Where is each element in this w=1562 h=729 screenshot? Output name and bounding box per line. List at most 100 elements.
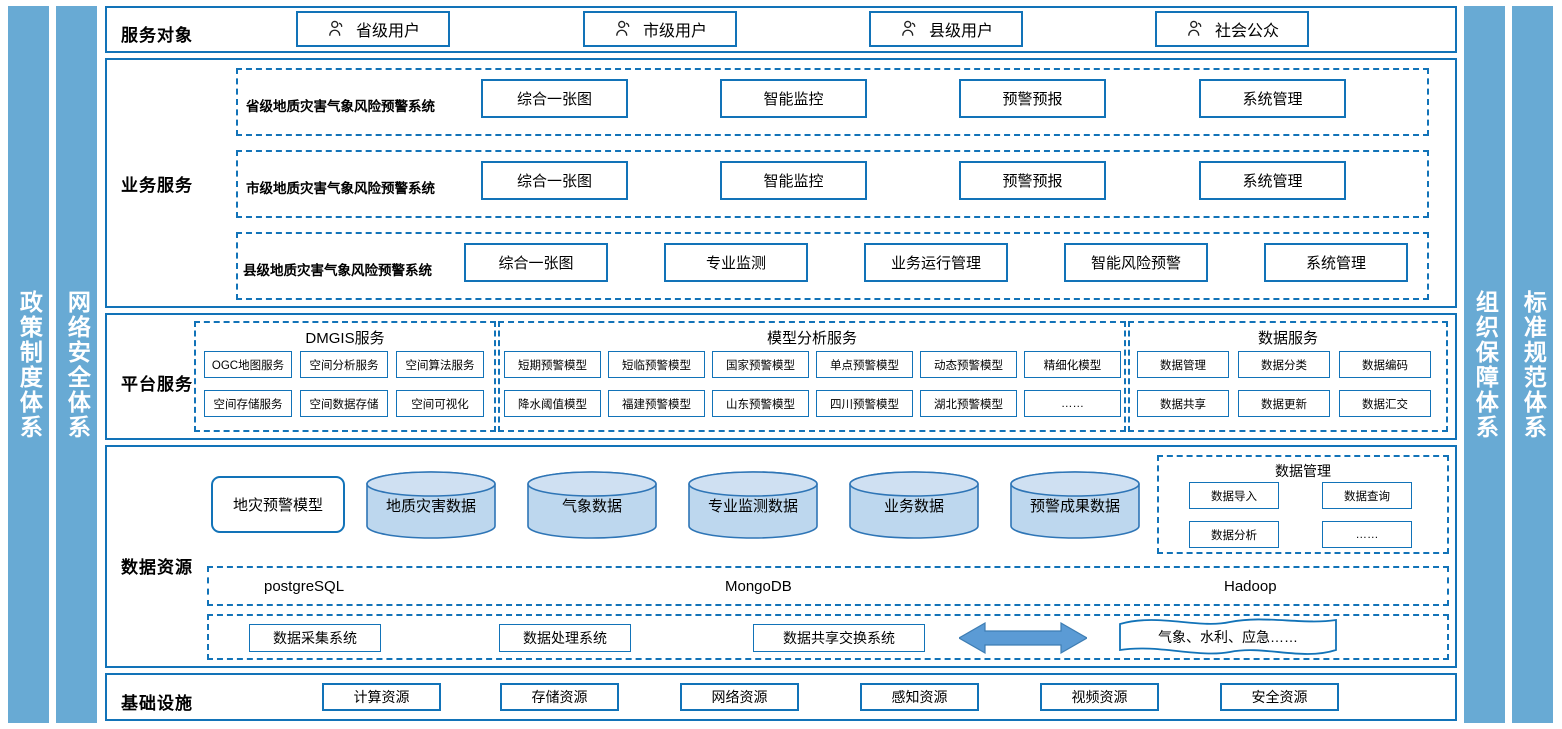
external-departments-box[interactable]: 气象、水利、应急…… — [1118, 617, 1338, 658]
data-service-item-submission[interactable]: 数据汇交 — [1339, 390, 1431, 417]
cylinder-warning-result-data-label: 预警成果数据 — [1029, 497, 1120, 515]
business-row-municipal-system: 市级地质灾害气象风险预警系统 — [246, 181, 435, 196]
data-management-item-query[interactable]: 数据查询 — [1322, 482, 1412, 509]
infra-item-compute[interactable]: 计算资源 — [322, 683, 441, 711]
sidebar-organization-guarantee-system: 组织保障体系 — [1464, 6, 1505, 723]
dmgis-item-spatial-storage-service[interactable]: 空间存储服务 — [204, 390, 292, 417]
data-system-collection[interactable]: 数据采集系统 — [249, 624, 381, 652]
sidebar-standard-specification-system: 标准规范体系 — [1512, 6, 1553, 723]
business-services-label: 业务服务 — [121, 176, 193, 195]
model-item-nowcast[interactable]: 短临预警模型 — [608, 351, 705, 378]
infra-item-storage[interactable]: 存储资源 — [500, 683, 619, 711]
business-module-county-operation[interactable]: 业务运行管理 — [864, 243, 1008, 282]
sidebar-network-security-system: 网络安全体系 — [56, 6, 97, 723]
database-hadoop: Hadoop — [1224, 578, 1277, 595]
sidebar-network-security-system-label: 网络安全体系 — [64, 289, 91, 440]
platform-group-dmgis-title: DMGIS服务 — [305, 330, 385, 347]
infrastructure-label: 基础设施 — [121, 694, 193, 713]
data-service-item-update[interactable]: 数据更新 — [1238, 390, 1330, 417]
user-chip-municipal-label: 市级用户 — [642, 23, 707, 40]
infra-item-network[interactable]: 网络资源 — [680, 683, 799, 711]
model-item-fujian[interactable]: 福建预警模型 — [608, 390, 705, 417]
model-item-single-point[interactable]: 单点预警模型 — [816, 351, 913, 378]
model-item-hubei[interactable]: 湖北预警模型 — [920, 390, 1017, 417]
cylinder-professional-monitoring-data[interactable]: 专业监测数据 — [687, 470, 819, 540]
data-system-processing[interactable]: 数据处理系统 — [499, 624, 631, 652]
sidebar-standard-specification-system-label: 标准规范体系 — [1520, 289, 1547, 440]
infra-item-sensing[interactable]: 感知资源 — [860, 683, 979, 711]
dmgis-item-spatial-algorithm[interactable]: 空间算法服务 — [396, 351, 484, 378]
user-icon — [1185, 19, 1205, 39]
business-module-county-map[interactable]: 综合一张图 — [464, 243, 608, 282]
cylinder-business-data-label: 业务数据 — [883, 497, 944, 515]
model-item-sichuan[interactable]: 四川预警模型 — [816, 390, 913, 417]
data-management-item-more[interactable]: …… — [1322, 521, 1412, 548]
sidebar-organization-guarantee-system-label: 组织保障体系 — [1472, 289, 1499, 440]
data-service-item-management[interactable]: 数据管理 — [1137, 351, 1229, 378]
infra-item-video[interactable]: 视频资源 — [1040, 683, 1159, 711]
user-chip-county-label: 县级用户 — [928, 23, 993, 40]
sidebar-policy-system-label: 政策制度体系 — [16, 289, 43, 440]
data-management-item-analysis[interactable]: 数据分析 — [1189, 521, 1279, 548]
data-resources-label: 数据资源 — [121, 558, 193, 577]
user-chip-municipal[interactable]: 市级用户 — [583, 11, 737, 47]
user-chip-provincial[interactable]: 省级用户 — [296, 11, 450, 47]
cylinder-warning-result-data[interactable]: 预警成果数据 — [1009, 470, 1141, 540]
business-module-provincial-map[interactable]: 综合一张图 — [481, 79, 628, 118]
business-module-county-sysmgmt[interactable]: 系统管理 — [1264, 243, 1408, 282]
user-icon — [326, 19, 346, 39]
data-system-sharing-exchange[interactable]: 数据共享交换系统 — [753, 624, 925, 652]
model-item-short-term[interactable]: 短期预警模型 — [504, 351, 601, 378]
data-service-item-encoding[interactable]: 数据编码 — [1339, 351, 1431, 378]
platform-group-model-analysis-title: 模型分析服务 — [766, 330, 857, 347]
business-module-municipal-map[interactable]: 综合一张图 — [481, 161, 628, 200]
data-service-item-classification[interactable]: 数据分类 — [1238, 351, 1330, 378]
cylinder-geohazard-data-label: 地质灾害数据 — [385, 497, 476, 515]
model-item-rainfall-threshold[interactable]: 降水阈值模型 — [504, 390, 601, 417]
data-management-title: 数据管理 — [1275, 463, 1331, 479]
business-module-provincial-monitor[interactable]: 智能监控 — [720, 79, 867, 118]
model-item-national[interactable]: 国家预警模型 — [712, 351, 809, 378]
cylinder-geohazard-data[interactable]: 地质灾害数据 — [365, 470, 497, 540]
data-management-item-import[interactable]: 数据导入 — [1189, 482, 1279, 509]
model-item-dynamic[interactable]: 动态预警模型 — [920, 351, 1017, 378]
user-chip-county[interactable]: 县级用户 — [869, 11, 1023, 47]
platform-services-label: 平台服务 — [121, 375, 193, 394]
business-module-provincial-warning[interactable]: 预警预报 — [959, 79, 1106, 118]
business-module-county-risk-warning[interactable]: 智能风险预警 — [1064, 243, 1208, 282]
platform-group-data-services-title: 数据服务 — [1257, 330, 1318, 347]
dmgis-item-spatial-analysis[interactable]: 空间分析服务 — [300, 351, 388, 378]
cylinder-professional-monitoring-data-label: 专业监测数据 — [707, 497, 798, 515]
business-module-county-prof-monitor[interactable]: 专业监测 — [664, 243, 808, 282]
user-chip-public[interactable]: 社会公众 — [1155, 11, 1309, 47]
model-item-refined[interactable]: 精细化模型 — [1024, 351, 1121, 378]
database-mongodb: MongoDB — [725, 578, 792, 595]
business-module-provincial-sysmgmt[interactable]: 系统管理 — [1199, 79, 1346, 118]
model-item-shandong[interactable]: 山东预警模型 — [712, 390, 809, 417]
business-row-provincial-system: 省级地质灾害气象风险预警系统 — [246, 99, 435, 114]
sidebar-policy-system: 政策制度体系 — [8, 6, 49, 723]
database-row-group — [207, 566, 1449, 606]
dmgis-item-ogc-map[interactable]: OGC地图服务 — [204, 351, 292, 378]
infra-item-security[interactable]: 安全资源 — [1220, 683, 1339, 711]
platform-group-model-analysis: 模型分析服务 — [498, 321, 1126, 432]
business-row-county-system: 县级地质灾害气象风险预警系统 — [243, 263, 432, 278]
user-chip-public-label: 社会公众 — [1214, 23, 1279, 40]
database-postgresql: postgreSQL — [264, 578, 345, 595]
dmgis-item-spatial-visualization[interactable]: 空间可视化 — [396, 390, 484, 417]
cylinder-meteorological-data-label: 气象数据 — [561, 497, 622, 515]
business-module-municipal-sysmgmt[interactable]: 系统管理 — [1199, 161, 1346, 200]
dmgis-item-spatial-data-storage[interactable]: 空间数据存储 — [300, 390, 388, 417]
data-service-item-sharing[interactable]: 数据共享 — [1137, 390, 1229, 417]
cylinder-business-data[interactable]: 业务数据 — [848, 470, 980, 540]
cylinder-meteorological-data[interactable]: 气象数据 — [526, 470, 658, 540]
business-row-county — [236, 232, 1429, 300]
business-module-municipal-warning[interactable]: 预警预报 — [959, 161, 1106, 200]
model-item-more[interactable]: …… — [1024, 390, 1121, 417]
user-icon — [613, 19, 633, 39]
external-departments-label: 气象、水利、应急…… — [1158, 628, 1298, 645]
business-module-municipal-monitor[interactable]: 智能监控 — [720, 161, 867, 200]
service-objects-label: 服务对象 — [121, 26, 193, 45]
data-resource-model-box[interactable]: 地灾预警模型 — [211, 476, 345, 533]
